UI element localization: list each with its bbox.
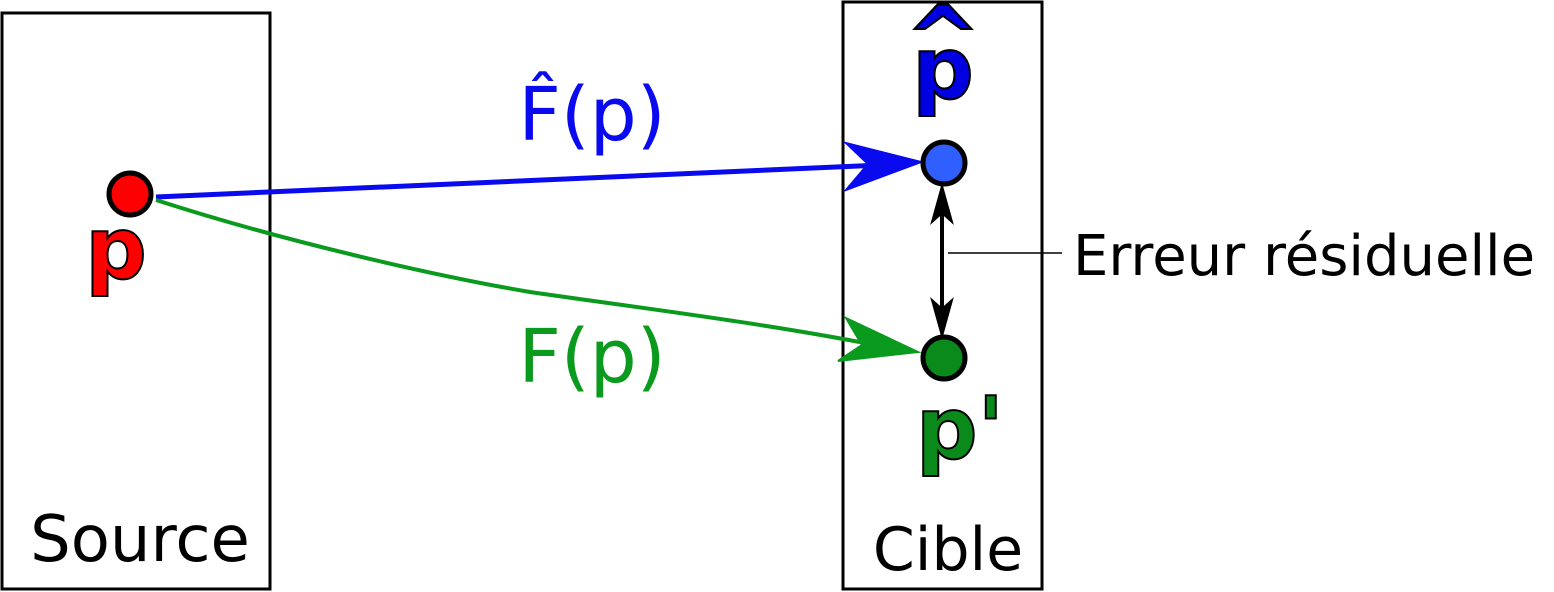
true-point bbox=[920, 334, 968, 382]
source-point bbox=[106, 170, 154, 218]
target-box bbox=[841, 0, 1044, 591]
source-label: Source bbox=[30, 503, 250, 577]
estimated-point-label: p bbox=[912, 19, 974, 119]
residual-error-arrowhead-top bbox=[930, 182, 954, 226]
estimated-mapping-arrow bbox=[155, 141, 925, 200]
estimated-point bbox=[920, 139, 968, 187]
true-mapping-label: F(p) bbox=[518, 314, 665, 400]
true-point-label: p' bbox=[916, 379, 1004, 479]
estimated-mapping-label: F̂(p) bbox=[518, 71, 665, 158]
true-mapping-arrow bbox=[155, 198, 922, 362]
true-mapping-curve bbox=[155, 198, 901, 352]
residual-error-arrowhead-bottom bbox=[930, 296, 954, 340]
source-box bbox=[0, 11, 272, 591]
residual-error-arrow bbox=[930, 182, 954, 340]
estimated-point-hat: ^ bbox=[905, 0, 980, 92]
residual-error-label: Erreur résiduelle bbox=[1073, 224, 1535, 289]
source-point-label: p bbox=[85, 199, 147, 299]
estimated-mapping-line bbox=[155, 161, 906, 200]
true-arrowhead bbox=[837, 315, 922, 362]
target-label: Cible bbox=[873, 515, 1023, 585]
estimated-arrowhead bbox=[842, 141, 925, 193]
